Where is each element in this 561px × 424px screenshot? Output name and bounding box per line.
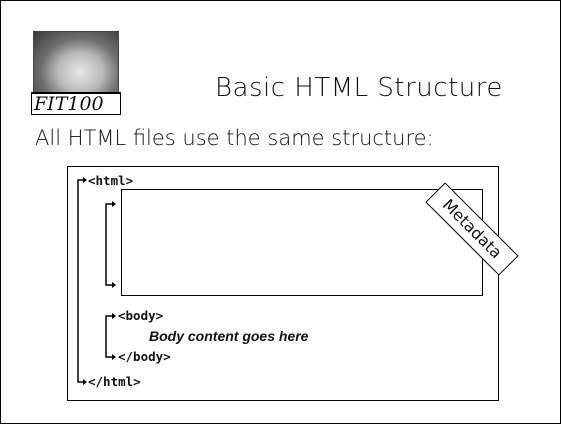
bracket-arrows (77, 177, 116, 385)
body-content-text: Body content goes here (149, 328, 309, 344)
logo-caption: FIT100 (31, 92, 121, 115)
slide-subtitle: All HTML files use the same structure: (35, 126, 434, 150)
arrow-head (112, 354, 116, 360)
arrow-head (112, 313, 116, 319)
html-structure-diagram: <html> Metadata <body> Body content goes… (67, 166, 519, 401)
html-bracket (77, 179, 83, 383)
arrow-head (112, 282, 116, 288)
metadata-bracket (105, 203, 112, 286)
slide-title: Basic HTML Structure (215, 73, 503, 103)
body-bracket (105, 315, 112, 358)
arrow-head (83, 177, 87, 183)
html-close-tag: </html> (88, 374, 141, 389)
arrow-head (112, 201, 116, 207)
wave-image (33, 31, 119, 95)
body-close-tag: </body> (118, 349, 171, 364)
fit100-logo: FIT100 (31, 31, 121, 115)
html-open-tag: <html> (88, 173, 134, 188)
arrow-head (83, 379, 87, 385)
body-open-tag: <body> (118, 308, 164, 323)
